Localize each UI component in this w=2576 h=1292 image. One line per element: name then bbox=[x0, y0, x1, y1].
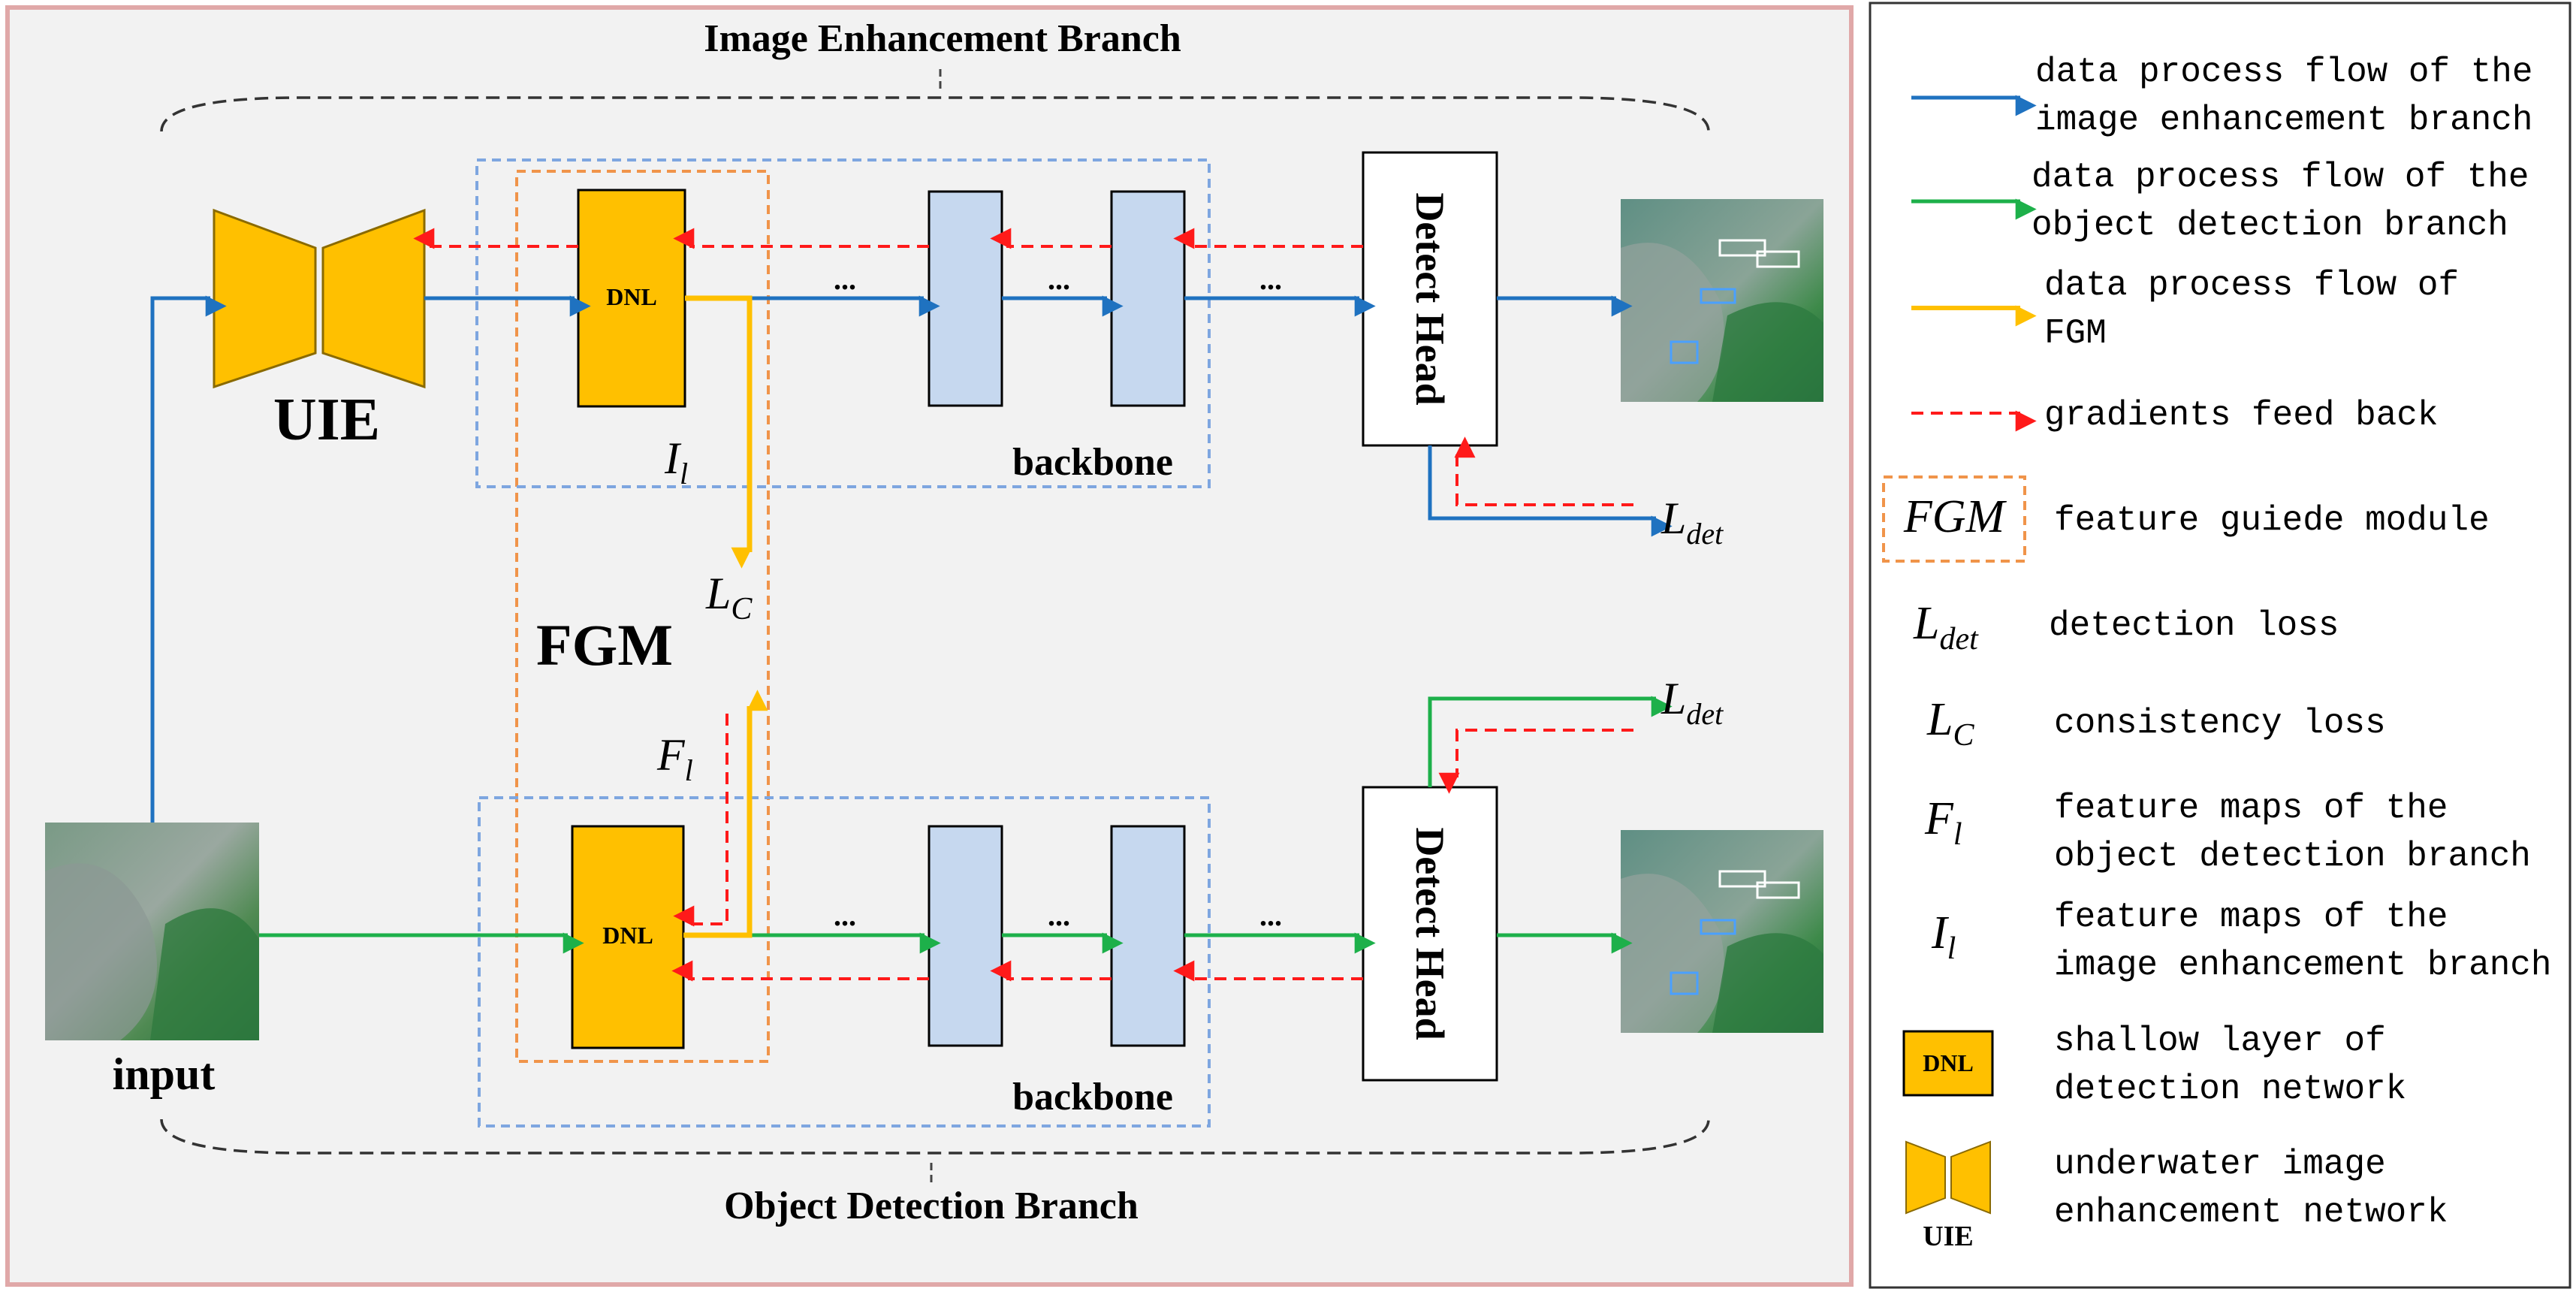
top-detect-head-label: Detect Head bbox=[1407, 192, 1452, 405]
top-backbone-label: backbone bbox=[1012, 441, 1173, 484]
fl-label: Fl bbox=[656, 730, 693, 787]
fgm-region bbox=[515, 170, 770, 1063]
legend-uie-desc: underwater image enhancement network bbox=[2054, 1145, 2448, 1232]
legend-il-desc: feature maps of the image enhancement br… bbox=[2054, 898, 2552, 985]
legend-gradients: gradients feed back bbox=[2044, 396, 2439, 435]
input-image bbox=[45, 823, 259, 1040]
top-ellipsis-1: ... bbox=[834, 262, 856, 296]
legend-fgm-symbol: FGM bbox=[1903, 491, 2007, 542]
legend-dnl-box bbox=[1902, 1030, 1994, 1097]
bottom-backbone-region bbox=[478, 796, 1211, 1127]
top-ellipsis-3: ... bbox=[1259, 262, 1282, 296]
legend-ldet-desc: detection loss bbox=[2049, 606, 2339, 645]
bottom-detect-head-label: Detect Head bbox=[1407, 827, 1452, 1040]
legend-yellow-flow: data process flow of FGM bbox=[2044, 266, 2480, 353]
bottom-output-image bbox=[1621, 830, 1823, 1033]
green-flow-arrows bbox=[259, 696, 1673, 954]
il-label: Il bbox=[664, 433, 688, 491]
legend-uie-symbol: UIE bbox=[1923, 1221, 1974, 1252]
top-dnl-label: DNL bbox=[606, 283, 657, 310]
top-backbone-block-2 bbox=[1110, 190, 1186, 407]
bottom-backbone-block-2 bbox=[1110, 825, 1186, 1047]
yellow-flow-arrows bbox=[683, 295, 768, 938]
legend-green-flow: data process flow of the object detectio… bbox=[2032, 158, 2550, 245]
legend-fl-symbol: Fl bbox=[1924, 793, 1962, 852]
bottom-ellipsis-3: ... bbox=[1259, 898, 1282, 932]
top-branch-title: Image Enhancement Branch bbox=[704, 17, 1181, 60]
top-backbone-region bbox=[475, 158, 1211, 488]
legend-fgm-desc: feature guiede module bbox=[2054, 501, 2490, 540]
bottom-backbone-block-1 bbox=[928, 825, 1003, 1047]
legend-ldet-symbol: Ldet bbox=[1913, 598, 1979, 657]
input-label: input bbox=[113, 1049, 216, 1099]
top-output-image bbox=[1621, 199, 1823, 402]
bottom-branch-brace bbox=[160, 1118, 1710, 1155]
bottom-dnl-label: DNL bbox=[602, 922, 653, 949]
uie-block bbox=[213, 208, 426, 389]
bottom-ellipsis-1: ... bbox=[834, 898, 856, 932]
legend-dnl-symbol: DNL bbox=[1923, 1049, 1974, 1076]
blue-flow-arrows bbox=[150, 295, 1673, 823]
gradient-feedback-arrows bbox=[413, 228, 1633, 982]
legend-il-symbol: Il bbox=[1931, 907, 1956, 966]
legend-lc-symbol: LC bbox=[1926, 694, 1974, 753]
lc-label: LC bbox=[705, 569, 753, 626]
bottom-detect-head bbox=[1362, 786, 1498, 1082]
legend-dnl-desc: shallow layer of detection network bbox=[2054, 1022, 2406, 1109]
fgm-label: FGM bbox=[536, 612, 673, 678]
bottom-ellipsis-2: ... bbox=[1048, 898, 1070, 932]
legend-lc-desc: consistency loss bbox=[2054, 704, 2386, 743]
legend-fl-desc: feature maps of the object detection bra… bbox=[2054, 789, 2531, 876]
top-ellipsis-2: ... bbox=[1048, 262, 1070, 296]
bottom-ldet-label: Ldet bbox=[1661, 674, 1724, 731]
legend-uie-icon bbox=[1905, 1140, 1991, 1215]
top-branch-brace bbox=[160, 96, 1710, 132]
top-backbone-block-1 bbox=[928, 190, 1003, 407]
uie-label: UIE bbox=[273, 387, 380, 453]
legend-blue-flow: data process flow of the image enhanceme… bbox=[2035, 53, 2553, 140]
top-ldet-label: Ldet bbox=[1661, 494, 1724, 551]
bottom-backbone-label: backbone bbox=[1012, 1076, 1173, 1118]
bottom-branch-title: Object Detection Branch bbox=[724, 1185, 1139, 1227]
